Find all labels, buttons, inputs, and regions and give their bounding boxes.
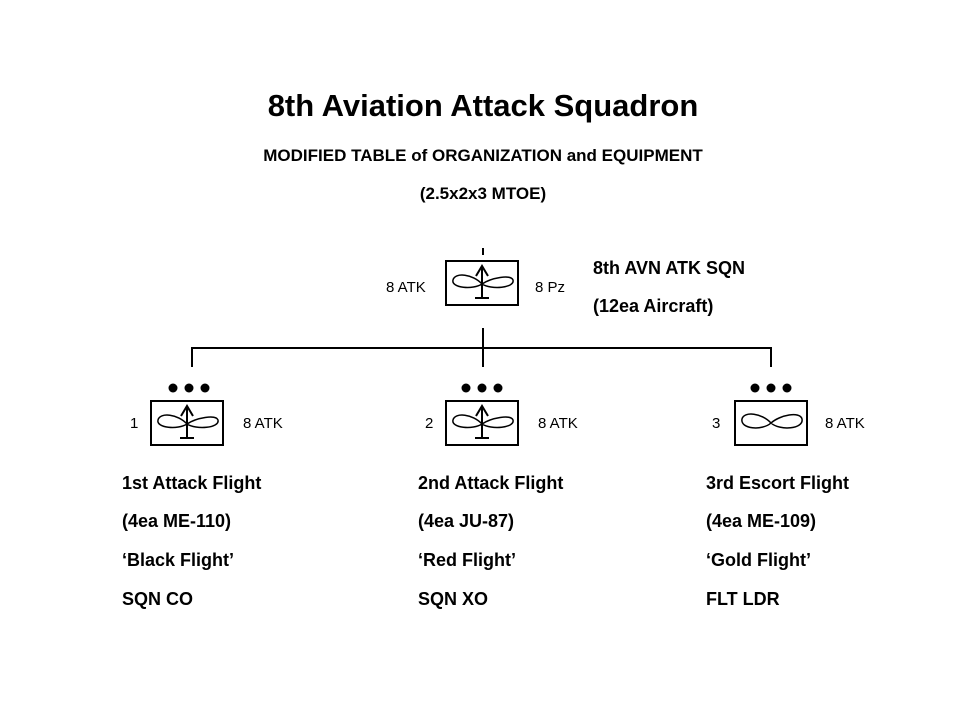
flight-3-parent-label: 8 ATK (825, 415, 865, 432)
aviation-icon (734, 400, 808, 446)
flight-3-number: 3 (712, 415, 721, 432)
flight-1-number: 1 (130, 415, 139, 432)
page-title: 8th Aviation Attack Squadron (267, 88, 699, 123)
flight-1-aircraft: (4ea ME-110) (122, 511, 232, 531)
flight-3-aircraft: (4ea ME-109) (706, 511, 817, 531)
flight-1-leader: SQN CO (122, 589, 194, 609)
page-subtitle: MODIFIED TABLE of ORGANIZATION and EQUIP… (263, 146, 703, 165)
flight-3-echelon-dots (750, 382, 796, 400)
attack-aviation-icon (445, 400, 519, 446)
hq-unit-name: 8th AVN ATK SQN (593, 258, 745, 278)
hq-unit-strength: (12ea Aircraft) (593, 296, 714, 316)
hq-unit-symbol (445, 260, 519, 306)
flight-3-unit-symbol (734, 400, 808, 446)
platoon-echelon-icon (461, 383, 503, 393)
platoon-echelon-icon (168, 383, 210, 393)
hq-left-label: 8 ATK (386, 279, 426, 296)
flight-3-name: 3rd Escort Flight (706, 473, 850, 493)
flight-1-parent-label: 8 ATK (243, 415, 283, 432)
flight-2-unit-symbol (445, 400, 519, 446)
flight-2-leader: SQN XO (418, 589, 489, 609)
flight-2-echelon-dots (461, 382, 507, 400)
flight-2-parent-label: 8 ATK (538, 415, 578, 432)
flight-1-name: 1st Attack Flight (122, 473, 262, 493)
flight-2-name: 2nd Attack Flight (418, 473, 564, 493)
hq-right-label: 8 Pz (535, 279, 566, 296)
flight-3-leader: FLT LDR (706, 589, 780, 609)
attack-aviation-icon (445, 260, 519, 306)
flight-3-callsign: ‘Gold Flight’ (706, 550, 811, 570)
flight-2-aircraft: (4ea JU-87) (418, 511, 515, 531)
flight-1-echelon-dots (168, 382, 214, 400)
mtoe-designation: (2.5x2x3 MTOE) (419, 184, 547, 203)
flight-1-unit-symbol (150, 400, 224, 446)
flight-2-number: 2 (425, 415, 434, 432)
flight-1-callsign: ‘Black Flight’ (122, 550, 235, 570)
attack-aviation-icon (150, 400, 224, 446)
platoon-echelon-icon (750, 383, 792, 393)
flight-2-callsign: ‘Red Flight’ (418, 550, 516, 570)
